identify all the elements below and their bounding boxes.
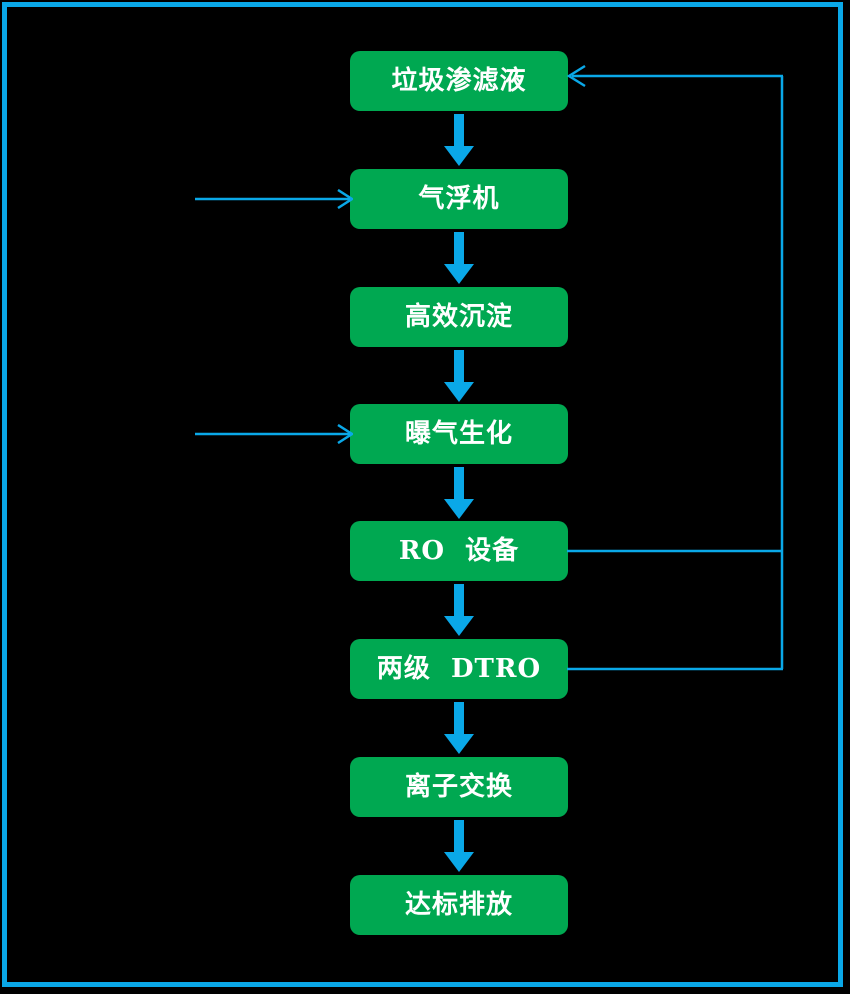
flow-arrow-down-icon-6 [444, 702, 474, 754]
process-node-ro-equipment[interactable]: RO 设备 [350, 521, 568, 581]
process-node-ion-exchange[interactable]: 离子交换 [350, 757, 568, 817]
process-node-two-stage-dtro[interactable]: 两级 DTRO [350, 639, 568, 699]
flow-arrow-down-icon-1 [444, 114, 474, 166]
flow-arrow-down-icon-3 [444, 350, 474, 402]
input-arrow-icon-air-flotation [195, 189, 353, 209]
process-node-waste-leachate[interactable]: 垃圾渗滤液 [350, 51, 568, 111]
process-node-air-flotation[interactable]: 气浮机 [350, 169, 568, 229]
flow-arrow-down-icon-7 [444, 820, 474, 872]
process-node-compliant-discharge[interactable]: 达标排放 [350, 875, 568, 935]
flow-arrow-down-icon-4 [444, 467, 474, 519]
process-node-aeration-biochemical[interactable]: 曝气生化 [350, 404, 568, 464]
recycle-arrowhead-icon [566, 64, 586, 88]
flow-arrow-down-icon-2 [444, 232, 474, 284]
process-node-high-efficiency-sedimentation[interactable]: 高效沉淀 [350, 287, 568, 347]
input-arrow-icon-aeration-biochemical [195, 424, 353, 444]
flow-arrow-down-icon-5 [444, 584, 474, 636]
